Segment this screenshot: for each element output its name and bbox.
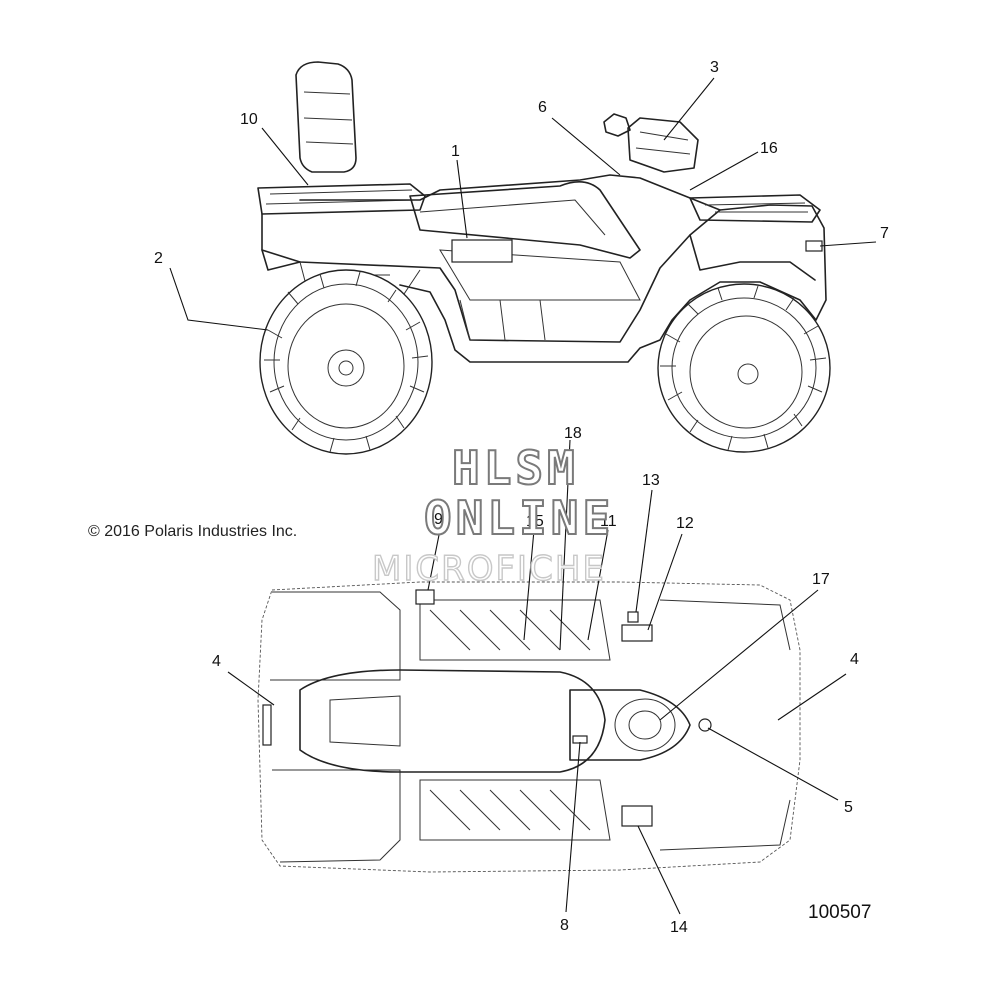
- seat-top: [299, 669, 606, 773]
- callout-10: 10: [240, 111, 258, 128]
- callout-8: 8: [560, 917, 569, 934]
- callout-18: 18: [564, 425, 582, 442]
- callout-16: 16: [760, 140, 778, 157]
- front-wheel: [657, 283, 831, 453]
- part-number: 100507: [808, 902, 871, 923]
- callout-4-left: 4: [212, 653, 221, 670]
- watermark-line1: HLSM: [452, 441, 579, 495]
- callout-12: 12: [676, 515, 694, 532]
- decal-4-rear: [262, 704, 272, 746]
- rear-rack: [257, 183, 426, 215]
- callout-5: 5: [844, 799, 853, 816]
- callout-1: 1: [451, 143, 460, 160]
- watermark: HLSM ONLINE MICROFICHE: [371, 440, 614, 590]
- callout-11: 11: [600, 513, 617, 530]
- atv-side-view: [257, 61, 831, 455]
- callout-17: 17: [812, 571, 830, 588]
- seat: [409, 181, 641, 259]
- callout-14: 14: [670, 919, 688, 936]
- decal-12: [621, 624, 653, 642]
- decal-1: [451, 239, 513, 263]
- headlight-pod: [627, 117, 699, 173]
- atv-top-view: [257, 581, 801, 873]
- decal-7: [805, 240, 823, 252]
- callout-2: 2: [154, 250, 163, 267]
- decal-9: [415, 589, 435, 605]
- copyright: © 2016 Polaris Industries Inc.: [88, 523, 297, 540]
- decal-8: [572, 735, 588, 744]
- callout-3: 3: [710, 59, 719, 76]
- backrest: [295, 61, 357, 173]
- callout-9: 9: [434, 511, 443, 528]
- decal-13: [627, 611, 639, 623]
- rear-wheel: [259, 269, 433, 455]
- callout-13: 13: [642, 472, 660, 489]
- decal-14: [621, 805, 653, 827]
- watermark-line2: ONLINE: [424, 491, 614, 545]
- watermark-line3: MICROFICHE: [372, 549, 606, 589]
- callout-6: 6: [538, 99, 547, 116]
- callout-15: 15: [526, 513, 544, 530]
- callout-4-right: 4: [850, 651, 859, 668]
- front-rack: [689, 194, 821, 223]
- callout-7: 7: [880, 225, 889, 242]
- callouts: 1 2 3 4 4 5 6 7 8 9 10 11 12 13 14 15 16…: [154, 59, 889, 936]
- leader-lines: [169, 77, 877, 915]
- body-shell: [261, 204, 827, 363]
- top-view-outline: [257, 581, 801, 873]
